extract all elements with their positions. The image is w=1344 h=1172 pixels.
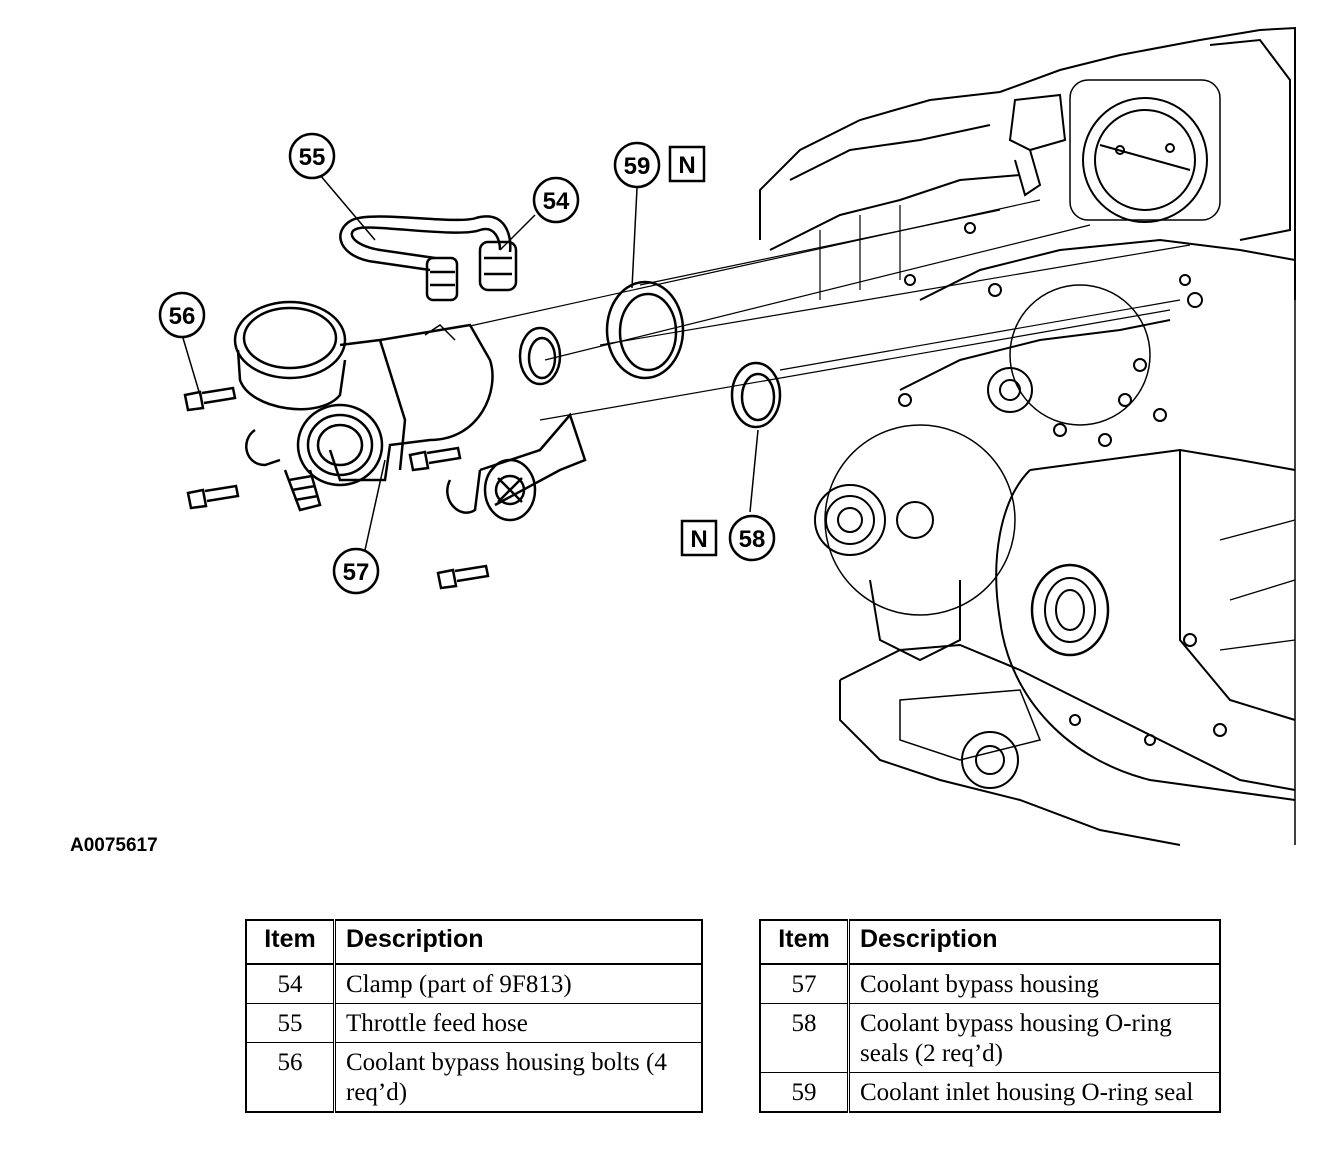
item-number: 58: [759, 1003, 850, 1073]
new-part-marker-58: N: [680, 519, 718, 557]
coolant-bypass-housing: [233, 300, 587, 522]
legend-table-left: Item Description 54 Clamp (part of 9F813…: [245, 919, 703, 1113]
item-number: 54: [245, 963, 336, 1004]
item-number: 59: [759, 1072, 850, 1113]
o-ring-bypass-housing: [730, 361, 782, 429]
exploded-view-diagram: 55 54 56 59 N 57 58 N: [158, 26, 1296, 846]
item-description: Coolant bypass housing O-ring seals (2 r…: [848, 1003, 1221, 1073]
table-row: 55 Throttle feed hose: [245, 1003, 703, 1043]
item-number: 57: [759, 963, 850, 1004]
svg-text:N: N: [690, 526, 707, 553]
item-header: Item: [245, 919, 336, 965]
callout-57: 57: [332, 547, 380, 595]
throttle-feed-hose: [339, 215, 512, 302]
table-row: 59 Coolant inlet housing O-ring seal: [759, 1072, 1221, 1113]
item-description: Clamp (part of 9F813): [334, 963, 703, 1004]
alignment-lines: [469, 199, 1191, 421]
table-row: 54 Clamp (part of 9F813): [245, 963, 703, 1004]
clamp-part: [478, 240, 518, 292]
svg-text:57: 57: [343, 559, 370, 586]
item-description: Coolant bypass housing: [848, 963, 1221, 1004]
o-ring-small-upper: [518, 326, 562, 386]
svg-text:56: 56: [169, 303, 196, 330]
callout-58: 58: [728, 514, 776, 562]
o-ring-inlet-housing: [605, 280, 685, 380]
item-number: 56: [245, 1042, 336, 1113]
callout-55: 55: [288, 132, 336, 180]
table-header-row: Item Description: [759, 919, 1221, 965]
new-part-marker-59: N: [668, 145, 706, 183]
svg-text:N: N: [678, 152, 695, 179]
item-description: Coolant bypass housing bolts (4 req’d): [334, 1042, 703, 1113]
callout-54: 54: [532, 176, 580, 224]
item-description: Throttle feed hose: [334, 1003, 703, 1043]
svg-text:59: 59: [624, 153, 651, 180]
svg-text:58: 58: [739, 526, 766, 553]
figure-id: A0075617: [70, 835, 158, 856]
table-row: 58 Coolant bypass housing O-ring seals (…: [759, 1003, 1221, 1073]
item-header: Item: [759, 919, 850, 965]
callout-56: 56: [158, 291, 206, 339]
table-header-row: Item Description: [245, 919, 703, 965]
item-number: 55: [245, 1003, 336, 1043]
leader-lines: [182, 174, 759, 551]
description-header: Description: [848, 919, 1221, 965]
engine-drawing: [759, 26, 1296, 846]
svg-text:55: 55: [299, 144, 326, 171]
legend-table-right: Item Description 57 Coolant bypass housi…: [759, 919, 1221, 1113]
table-row: 56 Coolant bypass housing bolts (4 req’d…: [245, 1042, 703, 1113]
housing-bolts: [183, 386, 490, 590]
table-row: 57 Coolant bypass housing: [759, 963, 1221, 1004]
item-description: Coolant inlet housing O-ring seal: [848, 1072, 1221, 1113]
callout-59: 59: [613, 141, 661, 189]
description-header: Description: [334, 919, 703, 965]
svg-text:54: 54: [543, 188, 570, 215]
